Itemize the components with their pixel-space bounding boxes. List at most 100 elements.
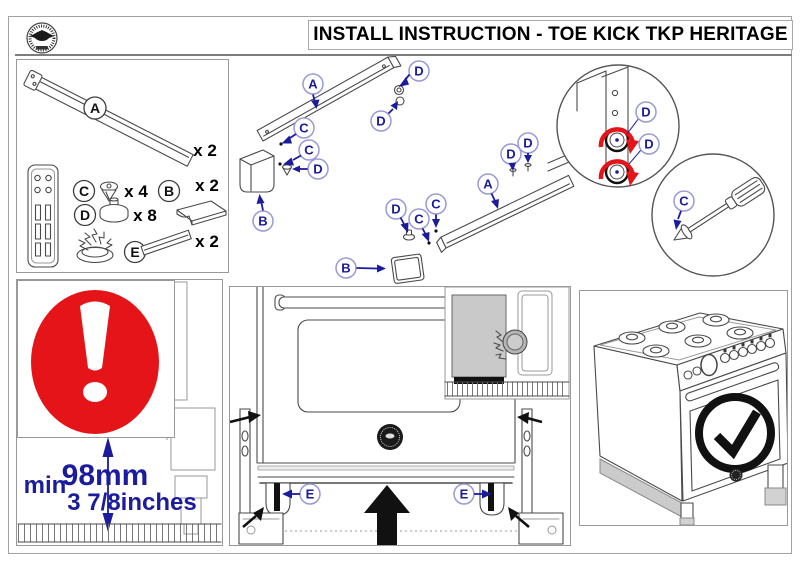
finished-range-drawing — [593, 312, 787, 525]
callout-c-detail: C — [673, 190, 695, 230]
callout-c-2: C — [283, 139, 320, 166]
svg-text:A: A — [483, 177, 493, 192]
instruction-sheet: INSTALL INSTRUCTION - TOE KICK TKP HERIT… — [8, 16, 793, 554]
detail-screwdriver: C — [651, 153, 775, 277]
brand-emblem-icon — [377, 424, 403, 450]
right-corner-bracket-b — [390, 253, 425, 284]
callout-d-detail-1: D — [626, 101, 657, 135]
header-divider — [15, 54, 792, 56]
parts-list-panel: A x 2 C — [16, 59, 229, 273]
callout-a-right: A — [477, 173, 499, 209]
part-c-qty: x 4 — [124, 182, 148, 201]
screw-fastener-icon — [99, 181, 119, 202]
cooktop — [593, 312, 784, 366]
callout-c-right-2: C — [425, 193, 447, 228]
installation-drawing: E E — [230, 287, 570, 545]
part-b-qty: x 2 — [195, 176, 219, 195]
toe-kick-side-inset — [444, 287, 570, 400]
parts-list-drawing: A x 2 C — [23, 69, 227, 268]
oven-door-panel — [297, 319, 461, 413]
left-corner-bracket-b — [239, 149, 275, 193]
callout-d-right-1: D — [500, 143, 522, 171]
svg-text:D: D — [641, 105, 650, 120]
svg-text:C: C — [304, 143, 314, 158]
part-e-qty: x 2 — [195, 232, 219, 251]
part-a-label: A — [90, 100, 100, 116]
attention-box — [17, 280, 175, 438]
min-label: min — [24, 472, 67, 499]
part-a-label-circle — [83, 96, 107, 120]
left-side-rail — [239, 408, 251, 528]
warning-drawing: min 98mm 3 7/8inches — [17, 280, 222, 543]
svg-text:C: C — [679, 194, 689, 209]
result-panel — [579, 290, 788, 526]
detail-rotate-feet: D D — [556, 64, 680, 188]
spark-marks — [493, 330, 507, 360]
left-leg — [265, 482, 291, 516]
part-a-qty: x 2 — [193, 141, 217, 160]
callout-c-1: C — [281, 117, 315, 144]
svg-text:C: C — [414, 212, 424, 227]
callout-e-right: E — [453, 483, 492, 505]
assembly-diagram: A D D C C D B — [239, 55, 775, 284]
mounting-bracket-part — [27, 164, 59, 268]
adjustable-foot-1 — [598, 127, 639, 154]
part-a-rail: A x 2 — [23, 69, 217, 167]
svg-text:E: E — [306, 487, 315, 502]
left-rail-part-a — [256, 55, 402, 142]
oven-front — [679, 352, 787, 502]
svg-text:D: D — [523, 136, 532, 151]
svg-text:C: C — [299, 121, 309, 136]
foot-part-icon — [99, 197, 129, 223]
min-height-dimension — [102, 437, 114, 532]
range-side-panel — [593, 345, 683, 502]
toe-kick-panel — [451, 294, 507, 378]
part-c-label: C — [79, 183, 89, 199]
screw-dot — [434, 229, 438, 233]
door-handle — [685, 362, 780, 402]
range-legs — [679, 464, 787, 525]
exclamation-bar — [80, 301, 110, 371]
rotate-arrowhead-icon — [626, 171, 639, 186]
right-side-rail — [521, 408, 533, 528]
rotate-arrow-icon — [598, 127, 636, 148]
screw-part-icon — [281, 164, 293, 176]
svg-text:E: E — [460, 487, 469, 502]
callout-d-top: D — [398, 60, 430, 87]
callout-d-foot: D — [385, 198, 409, 233]
corner-plate-icon — [176, 200, 227, 226]
callout-d-detail-2: D — [628, 133, 660, 165]
floor-hatch — [17, 523, 222, 543]
rotate-arrow-icon — [598, 159, 636, 180]
part-d-row: D x 8 — [73, 197, 157, 227]
part-c-row: C x 4 — [72, 179, 148, 203]
svg-text:B: B — [258, 214, 267, 229]
oven-handle — [278, 296, 468, 309]
callout-c-right-1: C — [408, 208, 430, 242]
part-d-label: D — [80, 207, 90, 223]
right-leg — [479, 482, 505, 516]
page-title: INSTALL INSTRUCTION - TOE KICK TKP HERIT… — [308, 20, 793, 50]
svg-text:A: A — [308, 77, 318, 92]
svg-text:D: D — [376, 114, 385, 129]
screw-dot — [278, 162, 282, 166]
callout-d-right-2: D — [517, 132, 539, 163]
callout-d-screw: D — [292, 158, 329, 180]
callout-b-left: B — [252, 194, 274, 232]
svg-text:C: C — [431, 197, 441, 212]
screw-dot — [427, 241, 431, 245]
installation-panel: E E — [229, 286, 571, 546]
part-e-row: E x 2 — [123, 229, 219, 264]
burner-crown-icon — [76, 228, 114, 264]
strip-part-icon — [140, 229, 192, 256]
imperial-value: 3 7/8inches — [67, 489, 196, 516]
check-mark-icon — [713, 409, 761, 460]
screw-dot — [279, 142, 283, 146]
right-rail-part-a — [436, 174, 575, 253]
rotate-arrowhead-icon — [626, 139, 639, 154]
callout-e-left: E — [282, 483, 321, 505]
adjustable-foot-2 — [598, 159, 639, 186]
callout-d-mid: D — [370, 101, 398, 132]
align-arrows — [230, 411, 543, 528]
svg-text:D: D — [313, 162, 322, 177]
